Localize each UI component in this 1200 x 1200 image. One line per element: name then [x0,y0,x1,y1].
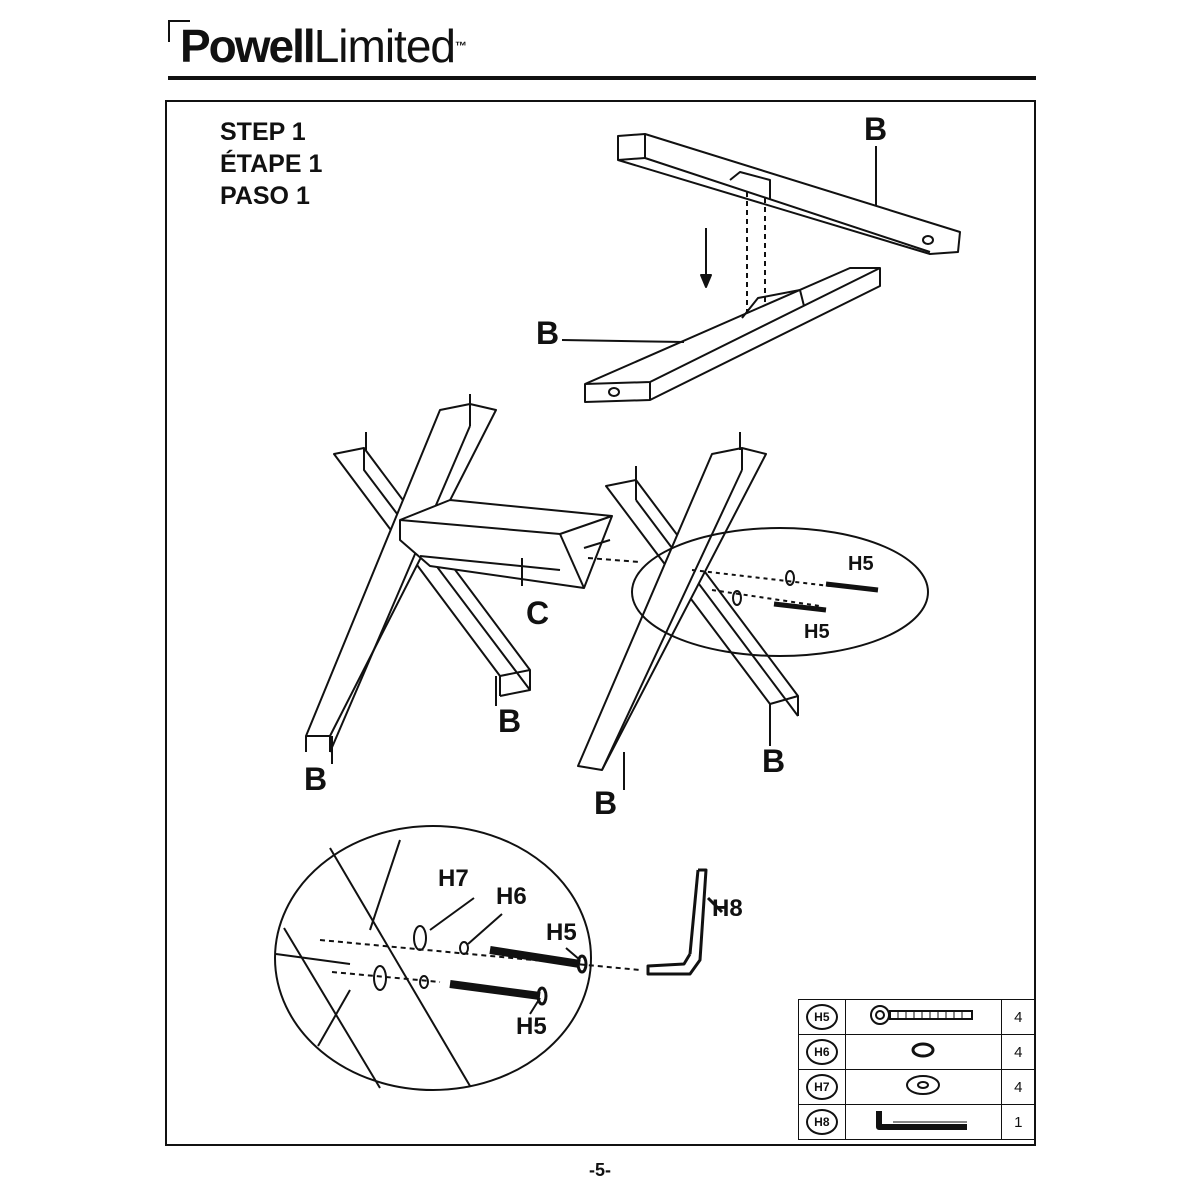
label-leg-right-back: B [762,743,785,779]
stretcher-c [399,499,613,589]
part-qty: 1 [1000,1104,1037,1140]
label-leg-left-back: B [498,703,521,739]
step-title: STEP 1 ÉTAPE 1 PASO 1 [220,116,322,212]
flat-washer-icon [906,1074,941,1095]
label-detail-lock-washer: H6 [496,883,527,910]
label-hex-key: H8 [712,895,743,922]
label-beam-bottom: B [536,315,559,351]
hardware-detail-callout [274,825,641,1091]
label-bolt-lower: H5 [804,621,830,643]
page-number: -5- [589,1160,611,1180]
brand-name-light: Limited [313,20,456,72]
step-title-es: PASO 1 [220,182,310,210]
bolt-icon [870,1004,974,1025]
label-detail-bolt-lower: H5 [516,1013,547,1040]
label-stretcher: C [526,595,549,631]
hardware-parts-table: H5 4 H6 4 H7 4 H8 [798,999,1037,1140]
right-x-leg [577,432,799,771]
table-row: H5 4 [798,999,1037,1035]
part-qty: 4 [1000,1069,1037,1105]
part-qty: 4 [1000,1034,1037,1070]
table-row: H6 4 [798,1034,1037,1070]
label-leg-left-front: B [304,761,327,797]
part-qty: 4 [1000,999,1037,1035]
label-leg-right-front: B [594,785,617,821]
label-bolt-upper: H5 [848,553,874,575]
header-rule [168,76,1036,80]
step-title-en: STEP 1 [220,118,306,146]
label-beam-top: B [864,111,887,147]
logo-mark [168,20,190,42]
top-beam-lower [584,267,881,403]
top-beam-upper [617,133,961,318]
brand-logo: PowellLimited™ [180,20,467,72]
part-code: H7 [805,1074,838,1100]
table-row: H8 1 [798,1104,1037,1140]
part-code: H8 [805,1109,838,1135]
trademark: ™ [455,39,467,53]
part-code: H6 [805,1039,838,1065]
bolt-zoom-callout [587,527,929,657]
part-code: H5 [805,1004,838,1030]
instruction-frame [165,100,1036,1146]
table-row: H7 4 [798,1069,1037,1105]
brand-name-bold: Powell [180,20,316,72]
hex-key-h8 [646,868,724,976]
lock-washer-icon [911,1042,935,1057]
hex-key-icon [876,1110,968,1130]
step-title-fr: ÉTAPE 1 [220,150,323,178]
label-detail-washer: H7 [438,865,469,892]
label-detail-bolt-upper: H5 [546,919,577,946]
down-arrow [700,228,712,288]
